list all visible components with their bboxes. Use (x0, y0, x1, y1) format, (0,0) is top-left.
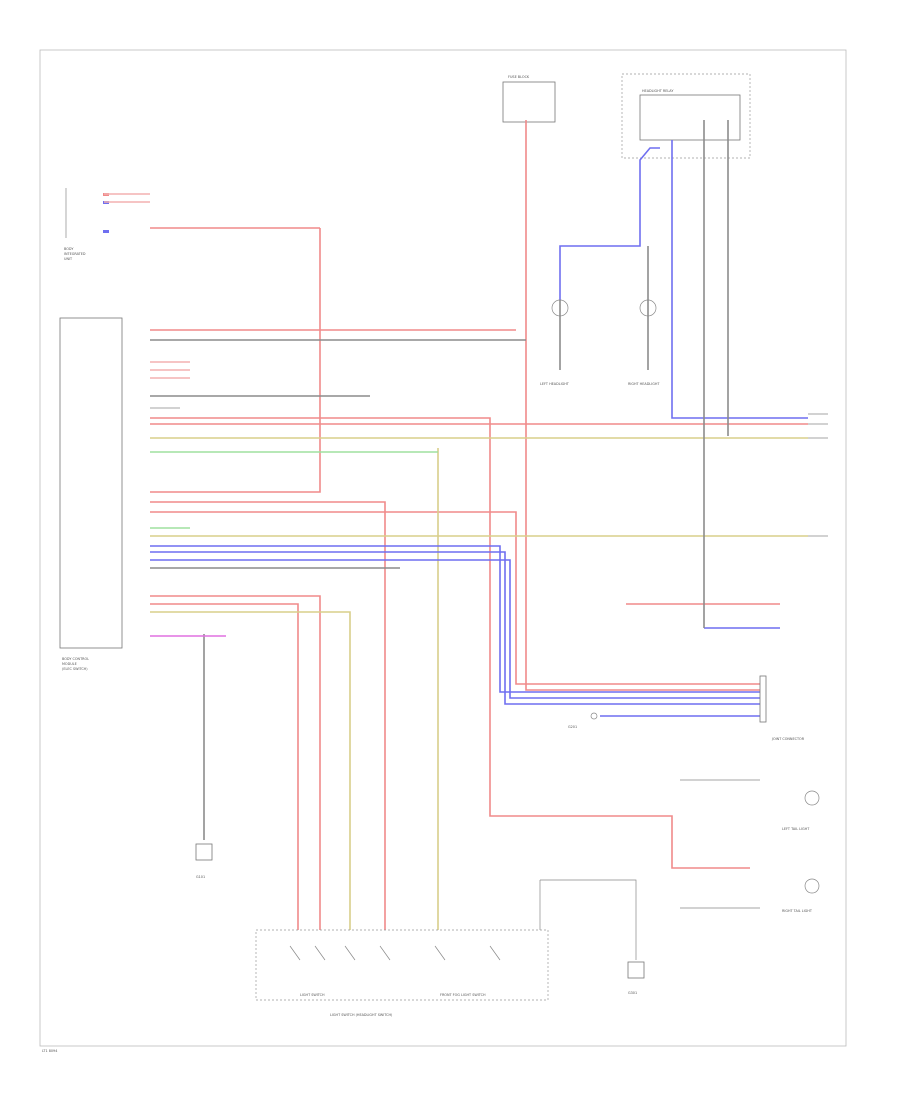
svg-text:UNIT: UNIT (64, 257, 73, 261)
wire-red (150, 120, 808, 930)
body-control-module: BODY CONTROL MODULE (ELEC SWITCH) (59, 317, 123, 671)
wire-blue (150, 140, 808, 717)
footer-id: LT1 8094 (42, 1049, 57, 1053)
svg-text:LIGHT SWITCH (HEADLIGHT SWITCH: LIGHT SWITCH (HEADLIGHT SWITCH) (330, 1013, 393, 1017)
right-tail-light: RIGHT TAIL LIGHT (782, 878, 820, 913)
svg-text:BODY: BODY (64, 247, 74, 251)
right-headlight-bulb: RIGHT HEADLIGHT (628, 299, 660, 386)
right-edge-terminals (808, 413, 828, 537)
svg-text:RIGHT TAIL LIGHT: RIGHT TAIL LIGHT (782, 909, 813, 913)
svg-text:HEADLIGHT RELAY: HEADLIGHT RELAY (642, 89, 674, 93)
left-ground: G101 (195, 843, 213, 879)
body-integrated-unit: BODY INTEGRATED UNIT (64, 188, 109, 261)
center-ground: G201 (568, 712, 598, 729)
wire-green (150, 451, 438, 529)
right-ground: G301 (627, 961, 645, 995)
svg-text:RIGHT HEADLIGHT: RIGHT HEADLIGHT (628, 382, 660, 386)
left-tail-light: LEFT TAIL LIGHT (782, 790, 820, 831)
svg-text:MODULE: MODULE (62, 662, 77, 666)
svg-text:LEFT TAIL LIGHT: LEFT TAIL LIGHT (782, 827, 810, 831)
svg-text:G201: G201 (568, 725, 577, 729)
page-frame (39, 49, 847, 1047)
headlight-relay: HEADLIGHT RELAY (621, 73, 751, 159)
svg-text:G101: G101 (196, 875, 205, 879)
wire-gray (150, 120, 729, 840)
svg-text:G301: G301 (628, 991, 637, 995)
joint-connector: JOINT CONNECTOR (759, 675, 805, 741)
svg-text:JOINT CONNECTOR: JOINT CONNECTOR (771, 737, 805, 741)
fuse-block: FUSE BLOCK (502, 75, 556, 123)
svg-text:LIGHT SWITCH: LIGHT SWITCH (300, 993, 325, 997)
svg-text:FRONT FOG LIGHT SWITCH: FRONT FOG LIGHT SWITCH (440, 993, 486, 997)
wire-yellow (150, 437, 808, 930)
wire-pink (104, 193, 190, 379)
light-switch: LIGHT SWITCH FRONT FOG LIGHT SWITCH LIGH… (255, 929, 549, 1017)
left-headlight-bulb: LEFT HEADLIGHT (540, 299, 570, 386)
svg-text:LEFT HEADLIGHT: LEFT HEADLIGHT (540, 382, 570, 386)
wire-black (150, 407, 760, 960)
svg-text:(ELEC SWITCH): (ELEC SWITCH) (62, 667, 88, 671)
svg-text:FUSE BLOCK: FUSE BLOCK (508, 75, 530, 79)
svg-text:INTEGRATED: INTEGRATED (64, 252, 86, 256)
svg-text:BODY CONTROL: BODY CONTROL (62, 657, 89, 661)
